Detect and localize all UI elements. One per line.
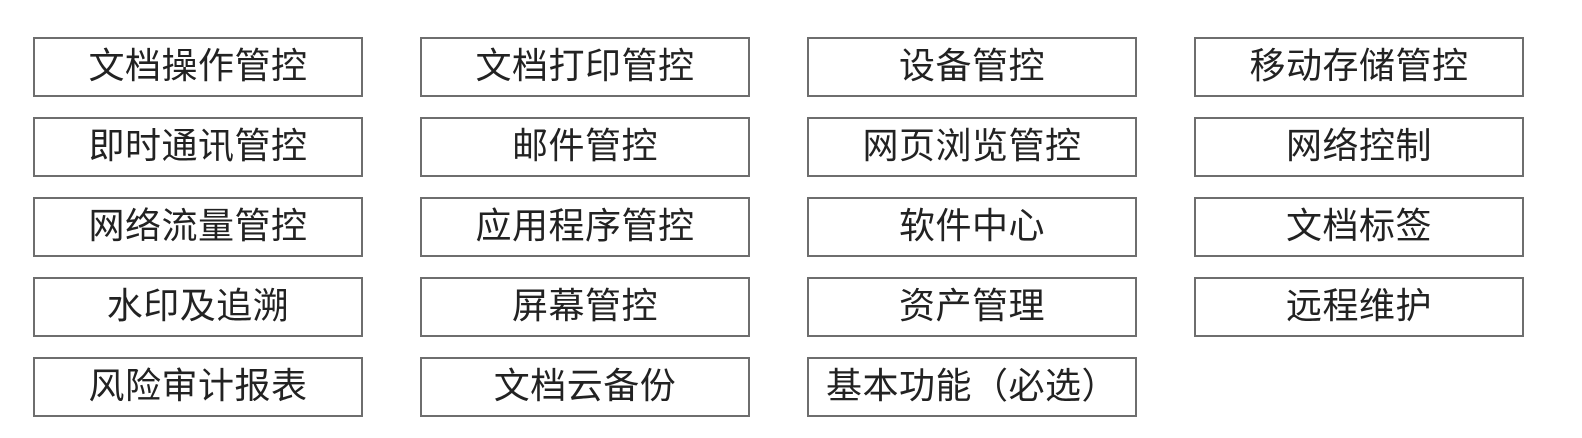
module-risk-audit-report[interactable]: 风险审计报表 xyxy=(33,357,363,417)
module-document-tags[interactable]: 文档标签 xyxy=(1194,197,1524,257)
module-asset-management[interactable]: 资产管理 xyxy=(807,277,1137,337)
module-document-print-control[interactable]: 文档打印管控 xyxy=(420,37,750,97)
module-network-control[interactable]: 网络控制 xyxy=(1194,117,1524,177)
module-removable-storage-control[interactable]: 移动存储管控 xyxy=(1194,37,1524,97)
module-device-control[interactable]: 设备管控 xyxy=(807,37,1137,97)
module-remote-maintenance[interactable]: 远程维护 xyxy=(1194,277,1524,337)
module-email-control[interactable]: 邮件管控 xyxy=(420,117,750,177)
module-application-control[interactable]: 应用程序管控 xyxy=(420,197,750,257)
module-watermark-tracing[interactable]: 水印及追溯 xyxy=(33,277,363,337)
module-grid: 文档操作管控 文档打印管控 设备管控 移动存储管控 即时通讯管控 邮件管控 网页… xyxy=(33,37,1524,417)
module-software-center[interactable]: 软件中心 xyxy=(807,197,1137,257)
module-screen-control[interactable]: 屏幕管控 xyxy=(420,277,750,337)
module-basic-functions-required[interactable]: 基本功能（必选） xyxy=(807,357,1137,417)
module-instant-messaging-control[interactable]: 即时通讯管控 xyxy=(33,117,363,177)
module-web-browsing-control[interactable]: 网页浏览管控 xyxy=(807,117,1137,177)
module-document-cloud-backup[interactable]: 文档云备份 xyxy=(420,357,750,417)
module-network-traffic-control[interactable]: 网络流量管控 xyxy=(33,197,363,257)
module-document-operation-control[interactable]: 文档操作管控 xyxy=(33,37,363,97)
empty-slot xyxy=(1194,357,1524,417)
